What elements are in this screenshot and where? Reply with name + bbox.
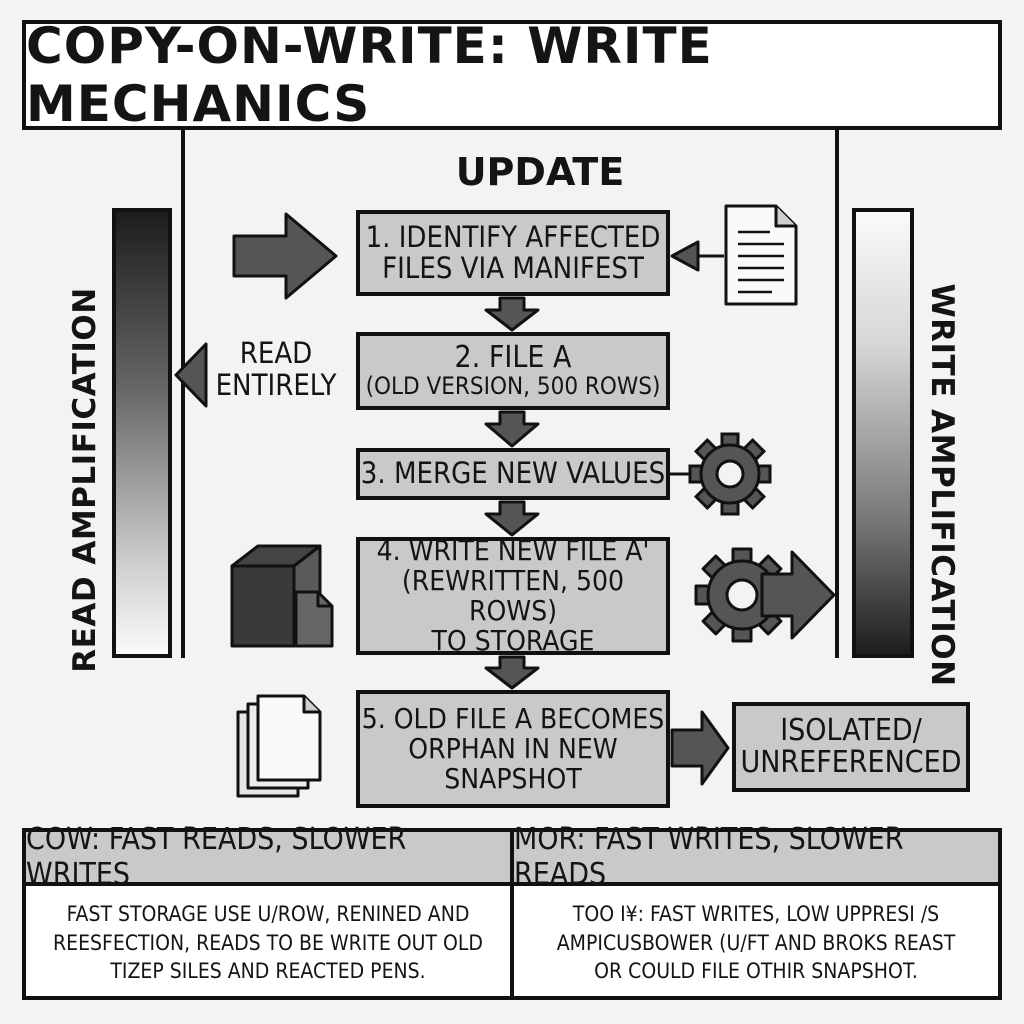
gear-arrow-icon [694, 547, 836, 643]
mor-heading: MOR: FAST WRITES, SLOWER READS [514, 822, 998, 892]
step-2-line-2: (OLD VERSION, 500 ROWS) [365, 372, 661, 401]
gear-icon [688, 432, 772, 516]
isolated-unreferenced-box: ISOLATED/ UNREFERENCED [732, 702, 970, 792]
down-arrow-icon [484, 410, 540, 448]
step-1-line-1: 1. IDENTIFY AFFECTED [365, 219, 661, 254]
step-4-line-1: 4. WRITE NEW FILE A' [376, 533, 650, 567]
mor-line-1: TOO I¥: FAST WRITES, LOW UPPRESI /S [572, 902, 940, 927]
document-icon [724, 204, 798, 306]
step-4-line-3: TO STORAGE [431, 624, 595, 658]
panel-divider [510, 828, 514, 1000]
update-heading: UPDATE [455, 150, 625, 194]
left-divider-line [181, 130, 185, 658]
step-1-box: 1. IDENTIFY AFFECTED FILES VIA MANIFEST [356, 210, 670, 296]
mor-line-3: OR COULD FILE OTHIR SNAPSHOT. [594, 959, 918, 984]
read-entirely-line-1: READ [239, 336, 313, 370]
step-5-line-2: ORPHAN IN NEW [408, 731, 618, 765]
step-4-line-2: (REWRITTEN, 500 ROWS) [401, 563, 625, 627]
step-5-box: 5. OLD FILE A BECOMES ORPHAN IN NEW SNAP… [356, 690, 670, 808]
isolated-line-2: UNREFERENCED [740, 745, 962, 780]
read-amplification-bar [112, 208, 172, 658]
step-2-box: 2. FILE A (OLD VERSION, 500 ROWS) [356, 332, 670, 410]
cow-line-1: FAST STORAGE USE U/ROW, RENINED AND [66, 902, 470, 927]
title-banner: COPY-ON-WRITE: WRITE MECHANICS [22, 17, 1002, 133]
read-entirely-line-2: ENTIRELY [215, 367, 337, 402]
storage-box-icon [230, 544, 334, 648]
read-entirely-label: READ ENTIRELY [206, 336, 346, 402]
step-3-line-1: 3. MERGE NEW VALUES [360, 456, 666, 491]
mor-line-2: AMPICUSBOWER (U/FT AND BROKS REAST [556, 930, 956, 955]
cow-description: FAST STORAGE USE U/ROW, RENINED AND REES… [26, 890, 510, 996]
arrow-right-icon [670, 710, 730, 786]
down-arrow-icon [484, 296, 540, 332]
mor-description: TOO I¥: FAST WRITES, LOW UPPRESI /S AMPI… [514, 890, 998, 996]
down-arrow-icon [484, 655, 540, 690]
cow-heading: COW: FAST READS, SLOWER WRITES [26, 822, 510, 892]
write-amplification-bar [852, 208, 914, 658]
step-5-line-1: 5. OLD FILE A BECOMES [361, 701, 665, 735]
left-pointer-icon [174, 342, 208, 408]
cow-line-2: REESFECTION, READS TO BE WRITE OUT OLD [53, 930, 483, 955]
diagram-title: COPY-ON-WRITE: WRITE MECHANICS [26, 17, 713, 133]
step-5-line-3: SNAPSHOT [444, 762, 582, 796]
step-1-line-2: FILES VIA MANIFEST [382, 251, 644, 285]
down-arrow-icon [484, 500, 540, 537]
stacked-files-icon [236, 694, 322, 798]
arrow-right-icon [232, 212, 338, 300]
step-2-line-1: 2. FILE A [454, 339, 572, 375]
step-4-box: 4. WRITE NEW FILE A' (REWRITTEN, 500 ROW… [356, 533, 670, 658]
right-divider-line [835, 130, 839, 658]
cow-line-3: TIZEP SILES AND REACTED PENS. [110, 959, 426, 984]
isolated-line-1: ISOLATED/ [780, 712, 922, 748]
